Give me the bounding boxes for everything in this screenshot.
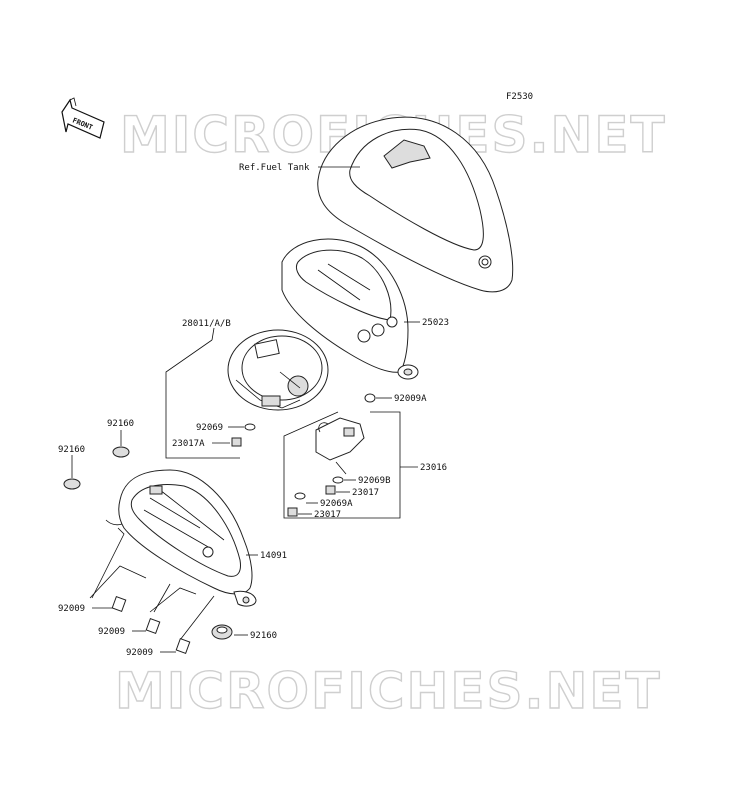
label-14091: 14091 (260, 551, 287, 561)
grommet-92160-a (112, 446, 130, 458)
meter-case-14091 (105, 469, 257, 607)
label-ref-fuel-tank: Ref.Fuel Tank (239, 163, 310, 173)
screw-92009-c (175, 638, 191, 654)
label-23017-a: 23017 (352, 488, 379, 498)
label-92160-b: 92160 (58, 445, 85, 455)
label-92160-a: 92160 (107, 419, 134, 429)
label-92160-c: 92160 (250, 631, 277, 641)
grommet-92069 (244, 423, 256, 431)
grommet-92160-c (211, 624, 233, 640)
label-92009-a: 92009 (58, 604, 85, 614)
label-92009-c: 92009 (126, 648, 153, 658)
front-arrow-icon: FRONT (61, 97, 105, 139)
label-28011: 28011/A/B (182, 319, 231, 329)
watermark-bottom: MICROFICHES.NET (115, 662, 662, 720)
label-92069: 92069 (196, 423, 223, 433)
label-23017-b: 23017 (314, 510, 341, 520)
label-92069a: 92069A (320, 499, 353, 509)
screw-92009-b (145, 618, 161, 634)
meter-cover-25023 (281, 238, 419, 380)
screw-92009a (364, 393, 376, 403)
grommet-92160-b (63, 478, 81, 490)
label-23017a: 23017A (172, 439, 205, 449)
label-25023: 25023 (422, 318, 449, 328)
screw-92009-a (111, 596, 127, 612)
label-92009a-top: 92009A (394, 394, 427, 404)
diagram-code: F2530 (506, 92, 533, 102)
label-23016: 23016 (420, 463, 447, 473)
bulb-23017a (231, 437, 242, 447)
speedometer-28011 (227, 329, 329, 411)
fuel-tank-cover (317, 116, 514, 293)
label-92009-b: 92009 (98, 627, 125, 637)
label-92069b: 92069B (358, 476, 391, 486)
indicator-housing-23016 (315, 417, 365, 475)
